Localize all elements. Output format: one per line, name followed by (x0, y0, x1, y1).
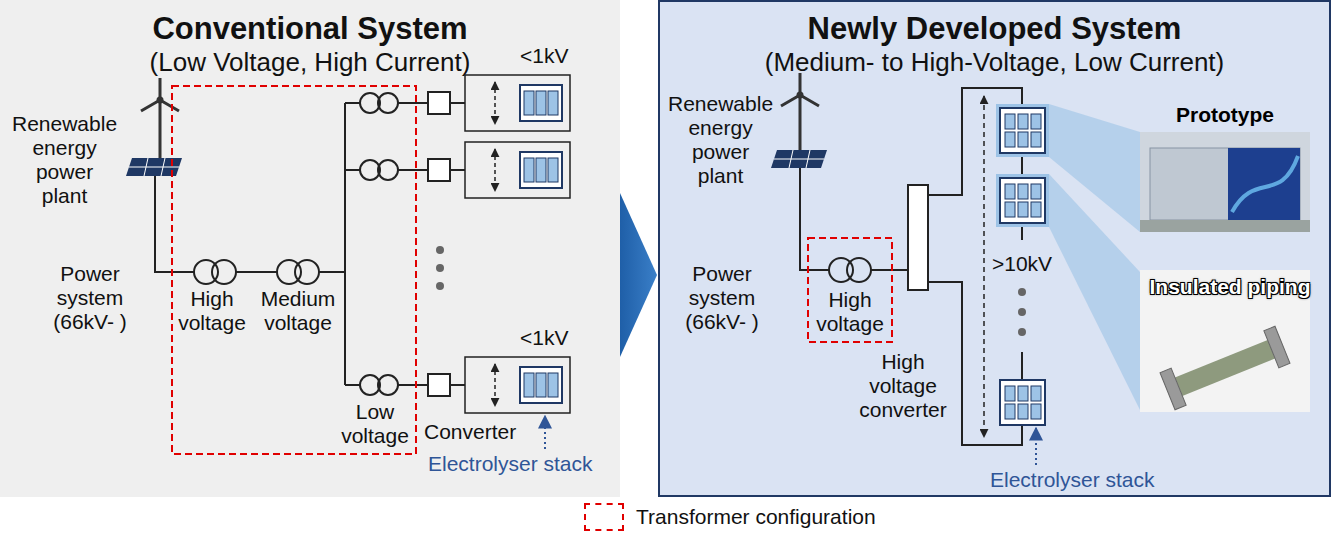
label-slot: Electrolyser stack (428, 452, 593, 476)
highlight-wedge (1049, 174, 1140, 410)
pipe-flange (1160, 368, 1186, 410)
system-panel: Newly Developed System(Medium- to High-V… (658, 0, 1331, 497)
diagram-label: <1kV (520, 326, 568, 350)
stack-highlight (996, 104, 1049, 157)
stack-symbol (1000, 178, 1045, 223)
label-slot: <1kV (520, 44, 568, 68)
photo-background (1140, 132, 1310, 232)
label-slot: High voltage converter (859, 350, 947, 422)
label-slot: Power system (66kV- ) (672, 262, 772, 334)
subheading-text: (Medium- to High-Voltage, Low Current) (765, 47, 1225, 78)
label-slot: >10kV (992, 252, 1052, 276)
diagram-label: High voltage (178, 287, 246, 335)
label-slot: Medium voltage (261, 287, 336, 335)
ellipsis-dot (436, 264, 444, 272)
windmill-icon (781, 73, 819, 150)
label-slot: High voltage (816, 288, 884, 336)
transformer-configuration-box (808, 238, 892, 342)
legend-swatch (584, 503, 624, 531)
heading-text: Prototype (1176, 102, 1274, 127)
label-slot: Power system (66kV- ) (40, 262, 140, 334)
windmill-hub (157, 97, 164, 104)
diagram-label: <1kV (520, 44, 568, 68)
ellipsis-dot (436, 282, 444, 290)
diagram-label: Electrolyser stack (428, 452, 593, 476)
label-slot: <1kV (520, 326, 568, 350)
diagram-label: Renewable energy power plant (668, 92, 773, 188)
diagram-label: >10kV (992, 252, 1052, 276)
diagram-label: Electrolyser stack (990, 468, 1155, 492)
transformer-configuration-box (172, 86, 416, 454)
photo-ground (1140, 220, 1310, 232)
voltage-arrow (983, 96, 985, 437)
stack-symbol (1000, 108, 1045, 153)
solar-panel-grid (774, 150, 824, 168)
label-slot: Converter (424, 420, 516, 444)
heading-text: Insulated piping (1150, 274, 1311, 299)
label-slot: Electrolyser stack (990, 468, 1155, 492)
legend-row: Transformer configuration (584, 503, 876, 531)
label-slot: Renewable energy power plant (668, 92, 773, 188)
heading-text: Newly Developed System (808, 10, 1182, 47)
heading-text: Conventional System (152, 10, 467, 47)
label-slot: Renewable energy power plant (12, 112, 117, 208)
photo-background (1140, 270, 1310, 412)
pipe-body (1175, 340, 1275, 396)
diagram-label: Power system (66kV- ) (672, 262, 772, 334)
diagram-label: Low voltage (341, 400, 409, 448)
container-swirl (1232, 156, 1298, 212)
diagram-label: High voltage converter (859, 350, 947, 422)
converter-symbol (908, 185, 928, 290)
legend: Transformer configuration (584, 503, 876, 531)
wire (800, 88, 1022, 445)
diagram-label: Medium voltage (261, 287, 336, 335)
solar-panel-icon (126, 158, 182, 176)
subheading-text: (Low Voltage, High Current) (150, 47, 471, 78)
transformer-coil (212, 260, 236, 284)
transformer-coil (847, 258, 871, 282)
windmill-icon (141, 78, 179, 158)
windmill-hub (797, 92, 804, 99)
container-panel (1228, 148, 1300, 220)
label-slot: High voltage (178, 287, 246, 335)
transition-arrow (620, 193, 657, 357)
wire (155, 103, 345, 385)
branch-circuit (345, 142, 570, 198)
diagram-label: Power system (66kV- ) (40, 262, 140, 334)
pipe-flange (1264, 326, 1290, 368)
pipe-picture (1160, 326, 1290, 410)
diagram-label: Renewable energy power plant (12, 112, 117, 208)
pointer-arrow (544, 416, 546, 449)
transformer-coil (295, 260, 319, 284)
stack-symbol (1000, 380, 1045, 425)
ellipsis-dot (1018, 308, 1026, 316)
ellipsis-dot (436, 246, 444, 254)
ellipsis-dot (1018, 288, 1026, 296)
legend-text: Transformer configuration (636, 505, 876, 529)
branch-circuit (345, 75, 570, 131)
ellipsis-dot (1018, 328, 1026, 336)
diagram-label: High voltage (816, 288, 884, 336)
stack-highlight (996, 174, 1049, 227)
solar-panel-icon (771, 150, 827, 168)
diagram-label: Converter (424, 420, 516, 444)
label-slot: Low voltage (341, 400, 409, 448)
container-body (1150, 148, 1300, 220)
pointer-arrow (1035, 428, 1037, 465)
